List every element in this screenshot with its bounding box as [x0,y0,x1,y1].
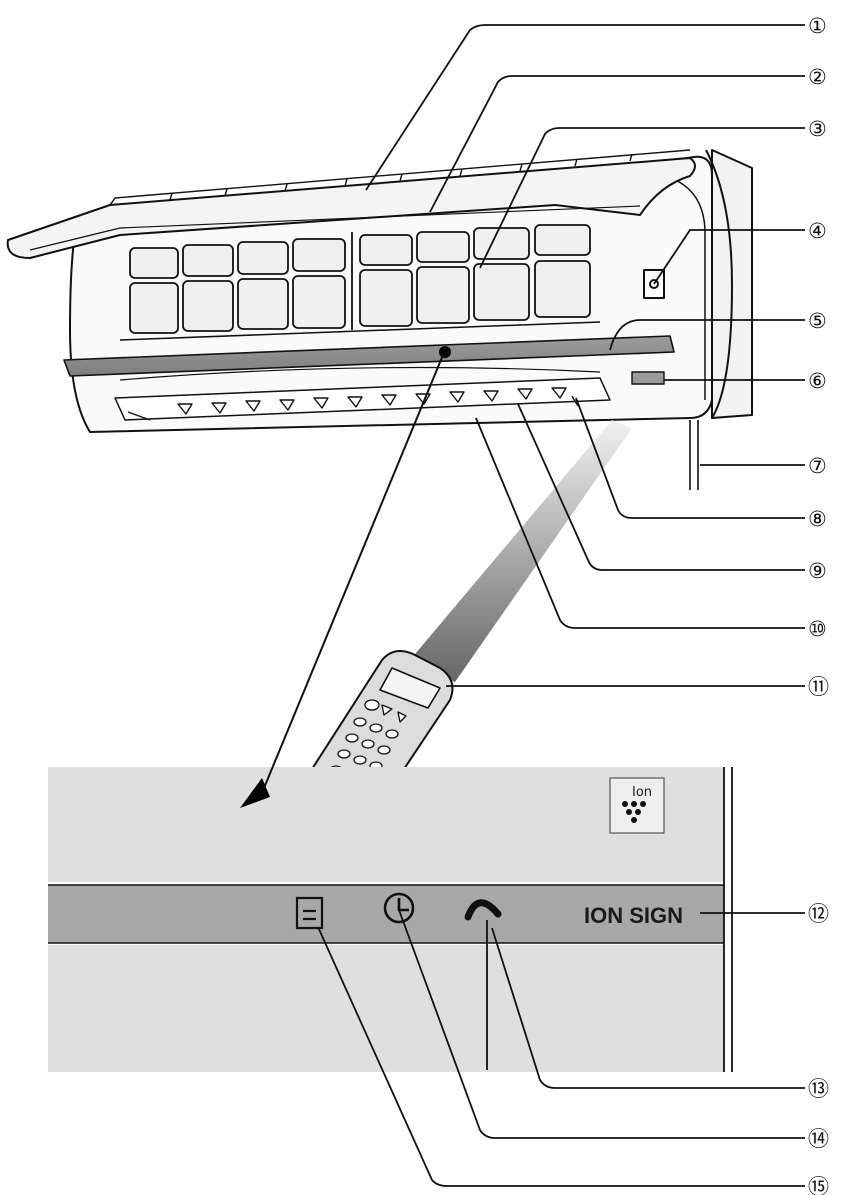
callout-15: ⑮ [808,1175,829,1195]
drain-hose [689,420,699,490]
callout-4: ④ [808,219,827,243]
callout-3: ③ [808,117,827,141]
indoor-unit [6,149,753,490]
callout-1: ① [808,14,827,38]
power-icon [295,896,324,930]
callout-2: ② [808,65,827,89]
indicator-window [631,371,665,385]
display-strip [63,335,675,377]
ion-sign-label: ION SIGN [584,903,683,928]
callout-13: ⑬ [808,1077,829,1101]
callout-12: ⑫ [808,902,829,926]
callout-10: ⑩ [808,617,827,641]
ion-cluster-icon [622,801,646,823]
leader-lines [317,24,805,1187]
air-outlet [114,377,611,421]
callout-11: ⑪ [808,675,829,699]
fan-swing-icon [464,899,502,921]
callout-7: ⑦ [808,454,827,478]
air-filters [129,224,591,334]
remote-signal-beam [410,420,632,682]
callout-6: ⑥ [808,369,827,393]
callout-5: ⑤ [808,309,827,333]
display-point [439,346,451,358]
callout-numbers: ① ② ③ ④ ⑤ ⑥ ⑦ ⑧ ⑨ ⑩ ⑪ ⑫ ⑬ ⑭ ⑮ [808,14,829,1195]
callout-8: ⑧ [808,507,827,531]
callout-9: ⑨ [808,559,827,583]
ion-badge-box [609,777,665,834]
top-grille [109,149,691,206]
front-panel-lid [6,157,696,259]
pointer-arrow [263,354,444,789]
ion-badge-text: Ion [632,785,652,800]
display-panel-detail: Ion ION SIGN [48,354,733,1072]
callout-14: ⑭ [808,1127,829,1151]
